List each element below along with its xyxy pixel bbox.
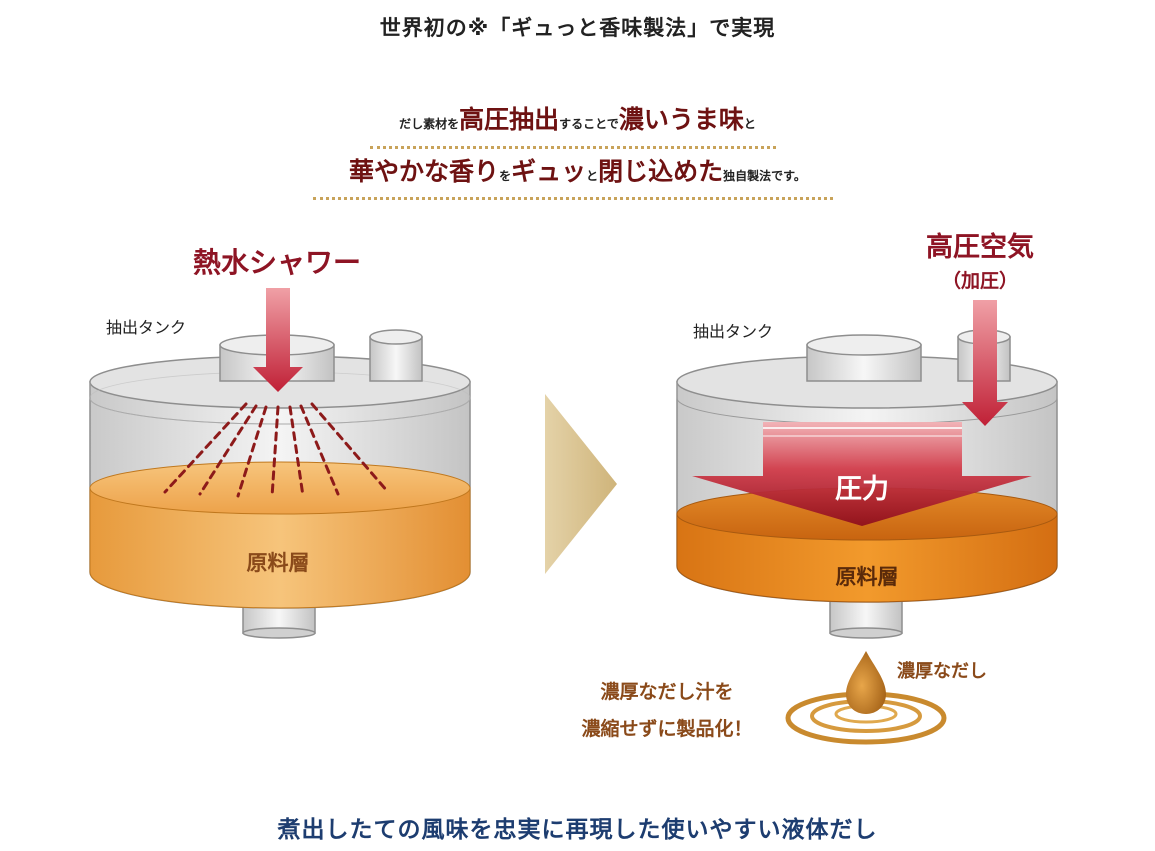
- bottom-caption: 煮出したての風味を忠実に再現した使いやすい液体だし: [277, 817, 878, 843]
- tagline-segment: ギュッ: [511, 157, 587, 186]
- tank-label: 抽出タンク: [693, 322, 773, 341]
- tagline-segment: を: [499, 169, 512, 183]
- pressure-label: 圧力: [835, 474, 889, 505]
- shower-label: 熱水シャワー: [193, 246, 361, 279]
- tagline-segment: と: [743, 117, 756, 131]
- air-sub-label: （加圧）: [942, 269, 1018, 292]
- note-line-1: 濃厚なだし汁を: [600, 680, 733, 703]
- drop-icon: [846, 651, 886, 714]
- drop-illustration: 濃厚なだし: [785, 651, 987, 745]
- down-arrow-icon: [962, 300, 1008, 426]
- tagline-segment: 華やかな香り: [349, 157, 500, 186]
- drop-label: 濃厚なだし: [897, 660, 987, 682]
- raw-material-layer: [89, 487, 471, 609]
- dotted-divider: [370, 146, 776, 149]
- next-step-chevron-icon: [545, 394, 617, 574]
- right-tank: 圧力 原料層 抽出タンク 高圧空気 （加圧）: [676, 231, 1058, 639]
- left-tank: 原料層 抽出タンク 熱水シャワー: [89, 246, 471, 639]
- dotted-divider: [313, 197, 833, 200]
- spray-lines: [163, 402, 390, 499]
- layer-label: 原料層: [247, 551, 310, 575]
- tagline-segment: と: [586, 169, 599, 183]
- tank-label: 抽出タンク: [106, 318, 186, 337]
- air-label: 高圧空気: [926, 231, 1034, 263]
- tagline-segment: することで: [559, 117, 619, 131]
- tagline-segment: 独自製法です。: [723, 169, 806, 183]
- page-title: 世界初の※「ギュっと香味製法」で実現: [379, 16, 776, 40]
- layer-label: 原料層: [836, 565, 899, 589]
- tagline-segment: だし素材を: [399, 117, 460, 131]
- tagline-line-2: 華やかな香りをギュッと閉じ込めた独自製法です。: [0, 152, 1155, 188]
- tagline-segment: 濃いうま味: [618, 105, 744, 134]
- down-arrow-icon: [253, 288, 303, 392]
- tagline-segment: 閉じ込めた: [598, 157, 724, 186]
- note-line-2: 濃縮せずに製品化！: [581, 717, 752, 740]
- tagline-segment: 高圧抽出: [459, 105, 560, 134]
- tagline-line-1: だし素材を高圧抽出することで濃いうま味と: [0, 100, 1155, 136]
- pressure-arrow-icon: [692, 422, 1032, 526]
